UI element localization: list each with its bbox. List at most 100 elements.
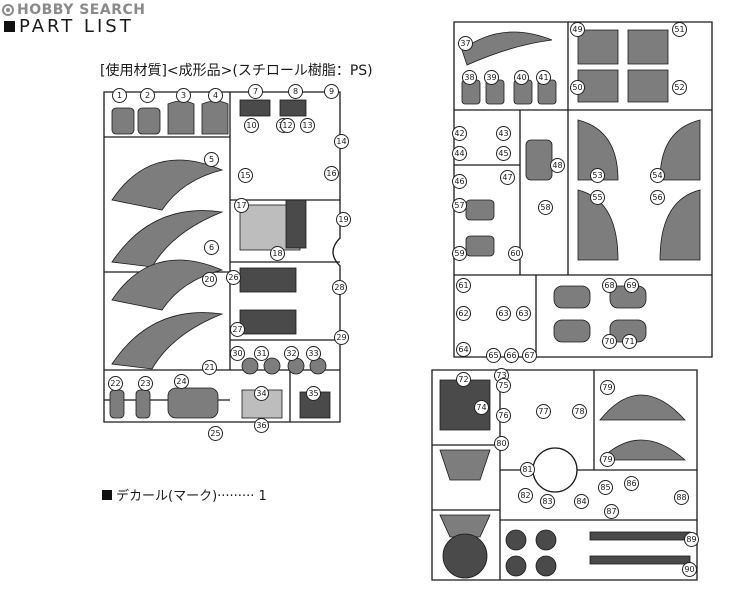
part-shape [299,391,331,419]
part-number-label: 63 [516,306,531,321]
part-number-label: 15 [238,168,253,183]
part-number-label: 17 [234,198,249,213]
part-number-label: 19 [336,212,351,227]
part-number-label: 53 [590,168,605,183]
hobbysearch-logo: HOBBY SEARCH [2,2,145,18]
part-shape [111,259,224,311]
part-shape [439,379,491,431]
part-number-label: 43 [496,126,511,141]
part-number-label: 58 [538,200,553,215]
part-number-label: 88 [674,490,689,505]
part-number-label: 26 [226,270,241,285]
part-shape [109,389,125,419]
part-number-label: 81 [520,462,535,477]
part-shape [465,235,495,257]
part-shape [239,267,297,293]
part-shape [461,31,553,66]
part-shape [525,139,553,181]
part-number-label: 64 [456,342,471,357]
sprue-frame-b [453,21,713,358]
part-number-label: 31 [254,346,269,361]
hobbysearch-ring-icon [2,4,14,16]
part-number-label: 37 [458,36,473,51]
part-number-label: 2 [140,88,155,103]
part-number-label: 80 [494,436,509,451]
part-number-label: 36 [254,418,269,433]
part-number-label: 70 [602,334,617,349]
part-shape [241,357,259,375]
part-shape [535,555,557,577]
page-title: PART LIST [4,16,134,37]
part-number-label: 90 [682,562,697,577]
part-number-label: 8 [288,84,303,99]
part-number-label: 35 [306,386,321,401]
part-shape [627,29,669,65]
part-number-label: 76 [496,408,511,423]
black-square-icon [4,21,15,32]
part-number-label: 12 [280,118,295,133]
part-shape [627,69,669,103]
part-number-label: 87 [604,504,619,519]
black-square-icon [102,490,112,500]
part-number-label: 63 [496,306,511,321]
part-shape [111,159,224,211]
part-number-label: 52 [672,80,687,95]
part-shape [553,285,591,309]
part-shape [599,439,687,461]
part-number-label: 72 [456,372,471,387]
part-number-label: 16 [324,166,339,181]
part-number-label: 7 [248,84,263,99]
part-number-label: 27 [230,322,245,337]
part-number-label: 40 [514,70,529,85]
part-number-label: 46 [452,174,467,189]
part-number-label: 33 [306,346,321,361]
part-number-label: 65 [486,348,501,363]
part-shape [111,312,224,370]
part-number-label: 6 [204,240,219,255]
part-number-label: 39 [484,70,499,85]
part-number-label: 3 [176,88,191,103]
part-shape [239,309,297,335]
part-number-label: 61 [456,278,471,293]
part-number-label: 24 [174,374,189,389]
part-shape [239,99,271,117]
part-number-label: 5 [204,152,219,167]
part-shape [553,319,591,343]
part-shape [279,99,307,117]
part-number-label: 30 [230,346,245,361]
part-number-label: 55 [590,190,605,205]
part-number-label: 77 [536,404,551,419]
part-number-label: 60 [508,246,523,261]
decal-note: デカール(マーク)········· 1 [102,485,267,504]
part-shape [111,107,135,135]
page-title-text: PART LIST [19,16,134,37]
part-number-label: 45 [496,146,511,161]
part-shape [439,514,491,538]
part-number-label: 14 [334,134,349,149]
part-number-label: 20 [202,272,217,287]
part-number-label: 62 [456,306,471,321]
part-number-label: 32 [284,346,299,361]
part-number-label: 44 [452,146,467,161]
part-number-label: 9 [324,84,339,99]
part-number-label: 4 [208,88,223,103]
part-number-label: 1 [112,88,127,103]
part-number-label: 56 [650,190,665,205]
decal-note-text: デカール(マーク)········· 1 [116,489,267,504]
part-number-label: 84 [574,494,589,509]
part-shape [577,29,619,65]
material-note: [使用材質]<成形品>(スチロール樹脂：PS) [100,63,373,79]
part-number-label: 68 [602,278,617,293]
part-number-label: 57 [452,198,467,213]
part-number-label: 66 [504,348,519,363]
part-shape [589,531,691,541]
part-number-label: 78 [572,404,587,419]
part-number-label: 86 [624,476,639,491]
part-number-label: 22 [108,376,123,391]
part-shape [167,387,219,419]
part-number-label: 18 [270,246,285,261]
part-number-label: 38 [462,70,477,85]
part-number-label: 10 [244,118,259,133]
part-shape [442,533,488,579]
